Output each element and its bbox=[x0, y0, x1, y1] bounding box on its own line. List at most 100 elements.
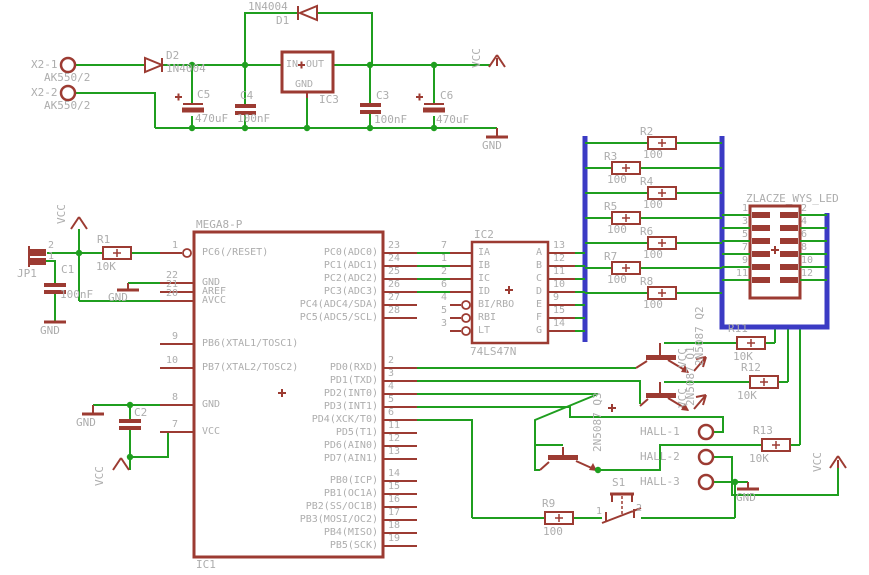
label-led-connector-left-pins-5: 11 bbox=[735, 268, 748, 279]
jumper-jp1-symbol bbox=[30, 249, 46, 265]
label-mcu-right-pins-18-num: 18 bbox=[388, 520, 401, 531]
label-power-d1-value: 1N4004 bbox=[248, 0, 288, 13]
label-mcu-right-pins-12-num: 12 bbox=[388, 433, 401, 444]
label-led-connector-ref: ZLACZE_WYS_LED bbox=[746, 192, 839, 205]
gnd-symbols bbox=[44, 135, 759, 496]
label-mcu-right-pins-14-label: PB0(ICP) bbox=[329, 475, 378, 486]
label-resistors-r12-ref: R12 bbox=[741, 361, 761, 374]
label-led-connector-left-pins-3: 7 bbox=[741, 242, 748, 253]
label-resistors-r11-value: 10K bbox=[733, 350, 753, 363]
zlacze-pad bbox=[780, 212, 798, 218]
label-jumper-pin1: 1 bbox=[48, 251, 55, 262]
label-power-d2-ref: D2 bbox=[166, 49, 180, 62]
label-mcu-left-pins-6-num: 8 bbox=[171, 392, 178, 403]
label-mcu-left-pins-1-label: GND bbox=[202, 277, 221, 288]
label-nets-vcc: VCC bbox=[93, 466, 106, 486]
label-decoder-right-pins-4-label: E bbox=[535, 299, 542, 310]
zlacze-pad bbox=[780, 251, 798, 257]
label-nets-vcc: VCC bbox=[470, 48, 483, 68]
label-mcu-right-pins-11-num: 11 bbox=[388, 420, 401, 431]
label-decoder-right-pins-5-num: 15 bbox=[553, 305, 566, 316]
label-resistors-r12-value: 10K bbox=[737, 389, 757, 402]
label-mcu-left-pins-7-num: 7 bbox=[171, 419, 178, 430]
pad-x2-2 bbox=[59, 84, 77, 102]
label-mcu-right-pins-2-label: PC2(ADC2) bbox=[323, 273, 378, 284]
label-mcu-right-pins-10-num: 6 bbox=[388, 407, 395, 418]
zlacze-pad bbox=[780, 264, 798, 270]
junction-dot bbox=[430, 124, 438, 132]
label-resistors-r2-ref: R2 bbox=[640, 125, 654, 138]
zlacze-pad bbox=[752, 277, 770, 283]
label-power-ic3-ref: IC3 bbox=[319, 93, 339, 106]
label-mcu-right-pins-16-label: PB2(SS/OC1B) bbox=[305, 501, 378, 512]
zlacze-pad bbox=[780, 277, 798, 283]
label-decoder-left-pins-1-num: 1 bbox=[440, 253, 447, 264]
label-resistors-r8-value: 100 bbox=[643, 298, 663, 311]
label-mcu-left-pins-3-label: AVCC bbox=[202, 295, 227, 306]
junction-dot bbox=[430, 61, 438, 69]
label-resistors-r3-value: 100 bbox=[607, 173, 627, 186]
label-resistors-r6-ref: R6 bbox=[640, 225, 654, 238]
zlacze-pad bbox=[752, 264, 770, 270]
label-mcu-right-pins-4-num: 27 bbox=[388, 292, 401, 303]
label-switch-pin1: 1 bbox=[596, 506, 603, 517]
label-mcu-left-pins-4-num: 9 bbox=[171, 331, 178, 342]
label-led-connector-right-pins-1: 4 bbox=[801, 216, 808, 227]
label-mcu-ref: IC1 bbox=[196, 558, 216, 571]
label-mcu-right-pins-13-label: PD7(AIN1) bbox=[323, 453, 378, 464]
label-mcu-right-pins-0-num: 23 bbox=[388, 240, 401, 251]
label-hall-h3: HALL-3 bbox=[640, 475, 680, 488]
label-caps-c1-ref: C1 bbox=[61, 263, 75, 276]
label-decoder-right-pins-3-num: 10 bbox=[553, 279, 566, 290]
pad-hall-1 bbox=[697, 423, 715, 441]
label-decoder-right-pins-6-num: 14 bbox=[553, 318, 566, 329]
label-resistors-r4-ref: R4 bbox=[640, 175, 654, 188]
label-power-d1-ref: D1 bbox=[276, 14, 290, 27]
ic2-inverting-bubble bbox=[461, 326, 471, 336]
label-decoder-right-pins-0-num: 13 bbox=[553, 240, 566, 251]
label-mcu-right-pins-6-label: PD0(RXD) bbox=[329, 362, 378, 373]
label-transistors-q3-label: 2N5087 Q3 bbox=[591, 392, 604, 452]
diode-d1 bbox=[297, 4, 318, 22]
junction-dot bbox=[126, 401, 134, 409]
label-decoder-left-pins-1-label: IB bbox=[478, 260, 491, 271]
label-nets-gnd: GND bbox=[482, 139, 502, 152]
pad-hall-3 bbox=[697, 473, 715, 491]
label-led-connector-left-pins-0: 1 bbox=[741, 203, 748, 214]
label-decoder-left-pins-3-label: ID bbox=[478, 286, 491, 297]
label-led-connector-right-pins-3: 8 bbox=[801, 242, 808, 253]
label-power-c4-value: 100nF bbox=[237, 112, 271, 125]
pad-hall-2 bbox=[697, 448, 715, 466]
junction-dot bbox=[366, 61, 374, 69]
label-mcu-left-pins-1-num: 22 bbox=[165, 270, 178, 281]
label-power-ic3-pin-out: OUT bbox=[306, 59, 325, 70]
label-mcu-right-pins-11-label: PD5(T1) bbox=[335, 427, 378, 438]
label-resistors-r13-value: 10K bbox=[749, 452, 769, 465]
label-mcu-right-pins-4-label: PC4(ADC4/SDA) bbox=[299, 299, 378, 310]
label-mcu-right-pins-5-num: 28 bbox=[388, 305, 401, 316]
transistor-q2 bbox=[646, 355, 689, 373]
label-power-d2-value: 1N4004 bbox=[166, 62, 206, 75]
zlacze-pad bbox=[752, 238, 770, 244]
label-decoder-left-pins-6-num: 3 bbox=[440, 318, 447, 329]
label-decoder-left-pins-6-label: LT bbox=[478, 325, 491, 336]
label-mcu-right-pins-2-num: 25 bbox=[388, 266, 401, 277]
junction-dot bbox=[188, 124, 196, 132]
label-mcu-right-pins-6-num: 2 bbox=[388, 355, 395, 366]
label-mcu-left-pins-2-num: 21 bbox=[165, 279, 178, 290]
led-bus bbox=[582, 136, 830, 342]
label-jumper-ref: JP1 bbox=[17, 267, 37, 280]
label-power-c3-ref: C3 bbox=[376, 89, 390, 102]
label-nets-vcc: VCC bbox=[811, 452, 824, 472]
label-led-connector-right-pins-4: 10 bbox=[801, 255, 814, 266]
label-mcu-right-pins-0-label: PC0(ADC0) bbox=[323, 247, 378, 258]
label-jumper-pin2: 2 bbox=[48, 240, 55, 251]
label-mcu-right-pins-3-num: 26 bbox=[388, 279, 401, 290]
label-mcu-left-pins-2-label: AREF bbox=[202, 286, 227, 297]
junction-dot bbox=[241, 124, 249, 132]
label-mcu-left-pins-0-num: 1 bbox=[171, 240, 178, 251]
label-led-connector-right-pins-2: 6 bbox=[801, 229, 808, 240]
label-nets-vcc: VCC bbox=[676, 388, 689, 408]
label-mcu-right-pins-10-label: PD4(XCK/T0) bbox=[311, 414, 378, 425]
label-decoder-right-pins-5-label: F bbox=[535, 312, 542, 323]
